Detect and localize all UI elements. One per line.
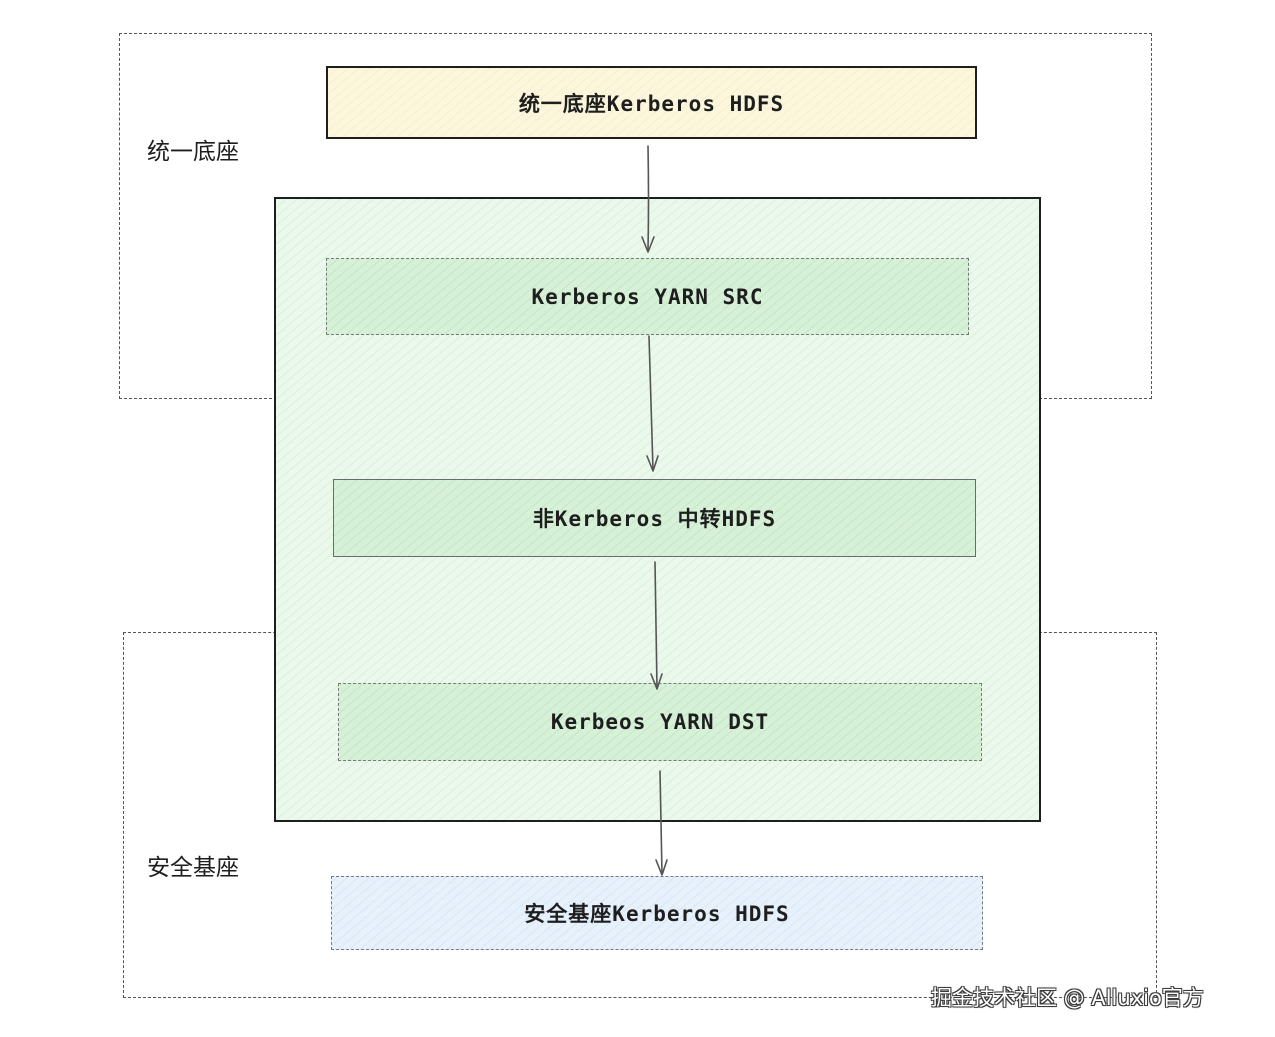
node-kerberos-yarn-dst-label: Kerbeos YARN DST [550, 710, 770, 734]
node-non-kerberos-relay-hdfs-label: 非Kerberos 中转HDFS [532, 507, 777, 531]
node-secure-kerberos-hdfs-label: 安全基座Kerberos HDFS [524, 902, 790, 926]
node-unified-kerberos-hdfs-label: 统一底座Kerberos HDFS [518, 91, 785, 116]
node-kerberos-yarn-src-label: Kerberos YARN SRC [531, 284, 764, 309]
watermark-text: 掘金技术社区 @ Alluxio官方 [931, 986, 1204, 1010]
node-non-kerberos-relay-hdfs: 非Kerberos 中转HDFS [333, 479, 976, 557]
zone-secure-base-label: 安全基座 [147, 855, 239, 881]
zone-unified-base-label: 统一底座 [147, 139, 239, 165]
node-secure-kerberos-hdfs: 安全基座Kerberos HDFS [331, 876, 983, 950]
node-kerberos-yarn-src: Kerberos YARN SRC [326, 258, 969, 335]
node-kerberos-yarn-dst: Kerbeos YARN DST [338, 683, 982, 761]
node-unified-kerberos-hdfs: 统一底座Kerberos HDFS [326, 66, 977, 139]
